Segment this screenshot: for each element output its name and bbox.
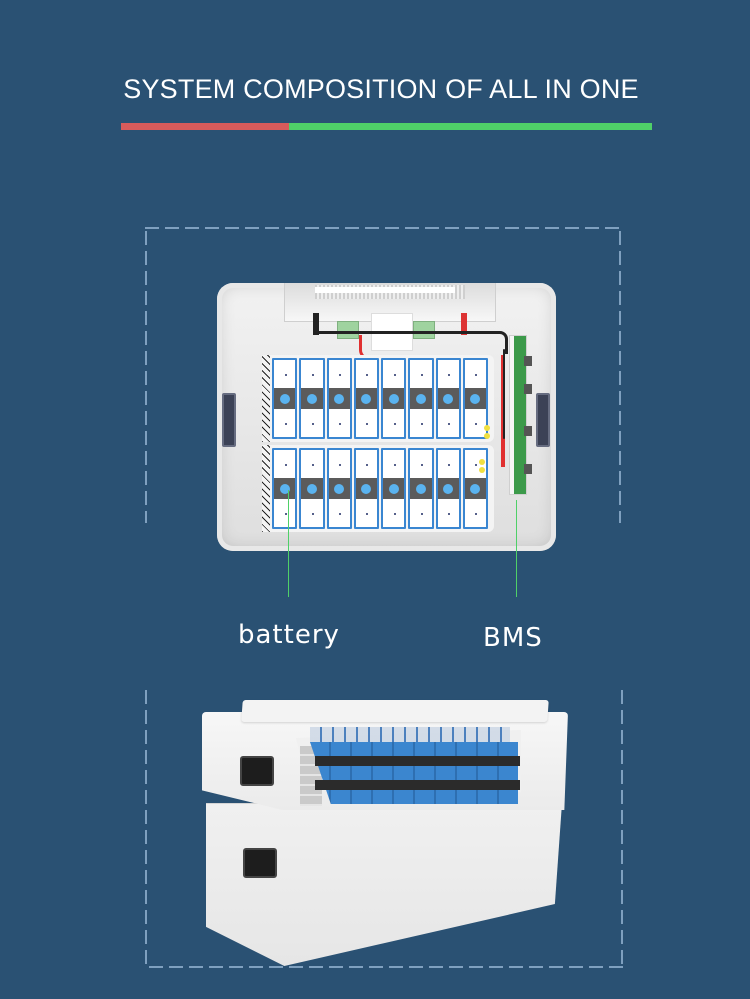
right-handle-icon (536, 393, 550, 447)
green-terminal (413, 321, 435, 339)
terminal-icon (479, 467, 485, 473)
red-post (461, 313, 467, 335)
title-underline-green (289, 123, 652, 130)
cell-strap (315, 780, 520, 790)
battery-leader-line (288, 490, 289, 597)
title-underline-red (121, 123, 289, 130)
cell-tops (310, 727, 510, 743)
terminal-icon (484, 425, 490, 431)
terminal-icon (479, 459, 485, 465)
bottom-dashed-frame (145, 690, 623, 968)
left-handle-icon (222, 393, 236, 447)
battery-module-lower (262, 445, 494, 532)
cabinet-lid (241, 700, 549, 722)
battery-cabinet-3d (200, 700, 570, 970)
green-terminal (337, 321, 359, 339)
black-cable (503, 349, 505, 439)
cabinet-lower-tier (206, 803, 562, 966)
bms-label: BMS (483, 623, 543, 653)
black-cable (317, 331, 508, 354)
battery-label: battery (238, 620, 340, 650)
lower-handle-icon (243, 848, 277, 878)
upper-handle-icon (240, 756, 274, 786)
black-post (313, 313, 319, 335)
cell-strap (315, 756, 520, 766)
terminal-icon (484, 433, 490, 439)
page-title: SYSTEM COMPOSITION OF ALL IN ONE (123, 74, 639, 104)
battery-cells-3d (310, 742, 518, 804)
bms-leader-line (516, 500, 517, 597)
enclosure-top-view (217, 283, 556, 551)
battery-module-upper (262, 355, 494, 442)
top-dashed-frame (145, 227, 621, 523)
bms-board (509, 335, 532, 495)
